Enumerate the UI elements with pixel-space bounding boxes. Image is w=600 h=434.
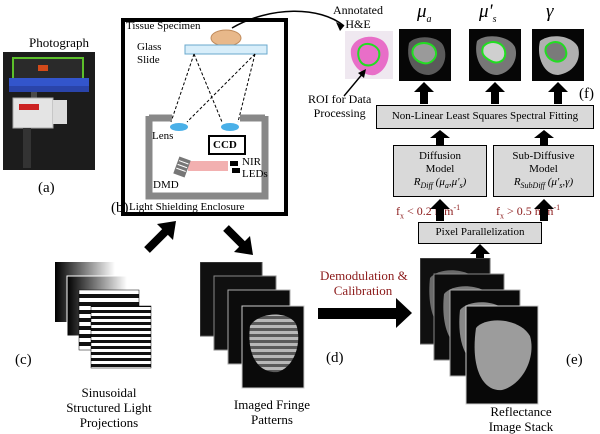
subdiff-close: ,γ)	[562, 176, 574, 188]
freq-high-sub: x	[500, 211, 504, 221]
roi-pointer-arrow	[343, 69, 366, 97]
pixel-parallelization-box: Pixel Parallelization	[418, 222, 542, 244]
stack-caption: Reflectance Image Stack	[482, 404, 560, 434]
fringe-caption-line1: Imaged Fringe	[233, 397, 311, 412]
projections-caption-line3: Projections	[79, 415, 139, 430]
panel-label-a: (a)	[38, 180, 55, 196]
diff-args2-sub: s	[459, 181, 463, 191]
leds-label: LEDs	[242, 168, 268, 180]
freq-high-post: > 0.5 mm	[504, 204, 554, 218]
photograph-title: Photograph	[29, 35, 89, 50]
fringe-patterns	[200, 262, 305, 389]
freq-high-label: fx > 0.5 mm-1	[496, 203, 560, 220]
mu-a-map	[399, 29, 451, 81]
arrow-up-gamma	[548, 82, 568, 104]
panel-label-e: (e)	[566, 352, 583, 368]
freq-low-pre: f	[396, 204, 400, 218]
glass-label-line1: Glass	[137, 41, 162, 53]
panel-label-b: (b)	[111, 200, 129, 216]
subdiff-args: (μ'	[547, 176, 560, 188]
mu-a-label: μa	[417, 1, 432, 25]
freq-low-sup: -1	[453, 203, 461, 212]
subdiff-formula: RSubDiff (μ's,γ)	[513, 176, 574, 191]
freq-low-post: < 0.2 mm	[404, 204, 454, 218]
enclosure-caption: Light Shielding Enclosure	[129, 201, 245, 213]
reflectance-image-stack	[420, 258, 539, 405]
subdiff-args-sub: s	[559, 181, 563, 191]
fringe-caption-line2: Patterns	[251, 412, 293, 427]
projections-caption-line2: Structured Light	[66, 400, 152, 415]
diffusion-formula: RDiff (μa,μ's)	[413, 176, 467, 191]
lens-label: Lens	[152, 130, 174, 142]
stack-caption-line1: Reflectance	[490, 404, 552, 419]
gamma-label: γ	[546, 1, 554, 22]
dmd-label: DMD	[153, 179, 179, 191]
projections-caption-line1: Sinusoidal	[81, 385, 137, 400]
gamma-map	[532, 29, 584, 81]
subdiff-line1: Sub-Diffusive	[512, 150, 575, 162]
glass-slide-label: Glass Slide	[137, 41, 161, 67]
arrow-enclosure-to-fringe	[223, 225, 253, 255]
mu-s-symbol: μ'	[479, 1, 493, 22]
diff-R-sub: Diff	[420, 181, 433, 191]
mu-a-symbol: μ	[417, 1, 427, 22]
arrow-up-subdiff	[534, 130, 554, 145]
subdiff-R-sub: SubDiff	[520, 181, 545, 191]
sinusoidal-projections	[55, 262, 152, 369]
diff-args-sub: a	[444, 181, 449, 191]
panel-label-c: (c)	[15, 352, 32, 368]
subdiff-R: R	[513, 176, 521, 188]
arrow-up-mua	[414, 82, 434, 104]
glass-label-line2: Slide	[137, 54, 160, 66]
subdiffusive-model-box: Sub-Diffusive Model RSubDiff (μ's,γ)	[493, 145, 594, 197]
spectral-fitting-box: Non-Linear Least Squares Spectral Fittin…	[376, 105, 594, 129]
mu-s-label: μ's	[479, 1, 497, 25]
freq-low-label: fx < 0.2 mm-1	[396, 203, 460, 220]
arrow-up-mus	[485, 82, 505, 104]
he-title-line1: Annotated	[333, 3, 383, 17]
diffusion-model-box: Diffusion Model RDiff (μa,μ's)	[393, 145, 487, 197]
panel-label-d: (d)	[326, 350, 344, 366]
ccd-label: CCD	[213, 139, 237, 151]
demod-line2: Calibration	[333, 283, 393, 298]
he-image	[345, 31, 393, 79]
mu-s-sub: s	[492, 13, 497, 25]
demodulation-label: Demodulation & Calibration	[320, 268, 408, 298]
diffusion-line2: Model	[425, 163, 455, 175]
roi-label: ROI for Data Processing	[308, 92, 371, 120]
he-title: Annotated H&E	[333, 3, 383, 31]
diff-close: )	[462, 176, 467, 188]
diff-args: (μ	[435, 176, 445, 188]
diff-R: R	[413, 176, 421, 188]
demod-line1: Demodulation &	[320, 268, 408, 283]
panel-label-f: (f)	[579, 86, 594, 102]
diff-args2: ,μ'	[448, 176, 460, 188]
diffusion-line1: Diffusion	[419, 150, 461, 162]
mu-s-map	[469, 29, 521, 81]
freq-high-pre: f	[496, 204, 500, 218]
roi-label-line1: ROI for Data	[308, 92, 372, 106]
he-title-line2: H&E	[345, 17, 371, 31]
fringe-caption: Imaged Fringe Patterns	[232, 397, 312, 427]
freq-high-sup: -1	[553, 203, 561, 212]
nir-label: NIR	[242, 156, 261, 168]
tissue-specimen-label: Tissue Specimen	[126, 20, 201, 32]
light-shielding-enclosure	[121, 18, 288, 216]
projections-caption: Sinusoidal Structured Light Projections	[54, 385, 164, 430]
stack-caption-line2: Image Stack	[488, 419, 554, 434]
device-photo	[3, 52, 95, 170]
arrow-up-diffusion	[430, 130, 450, 145]
arrow-demodulation	[318, 298, 412, 328]
freq-low-sub: x	[400, 211, 404, 221]
roi-label-line2: Processing	[313, 106, 366, 120]
arrow-projections-to-enclosure	[144, 221, 176, 253]
mu-a-sub: a	[426, 13, 432, 25]
nir-leds-label: NIR LEDs	[242, 156, 268, 180]
subdiff-line2: Model	[529, 163, 558, 175]
